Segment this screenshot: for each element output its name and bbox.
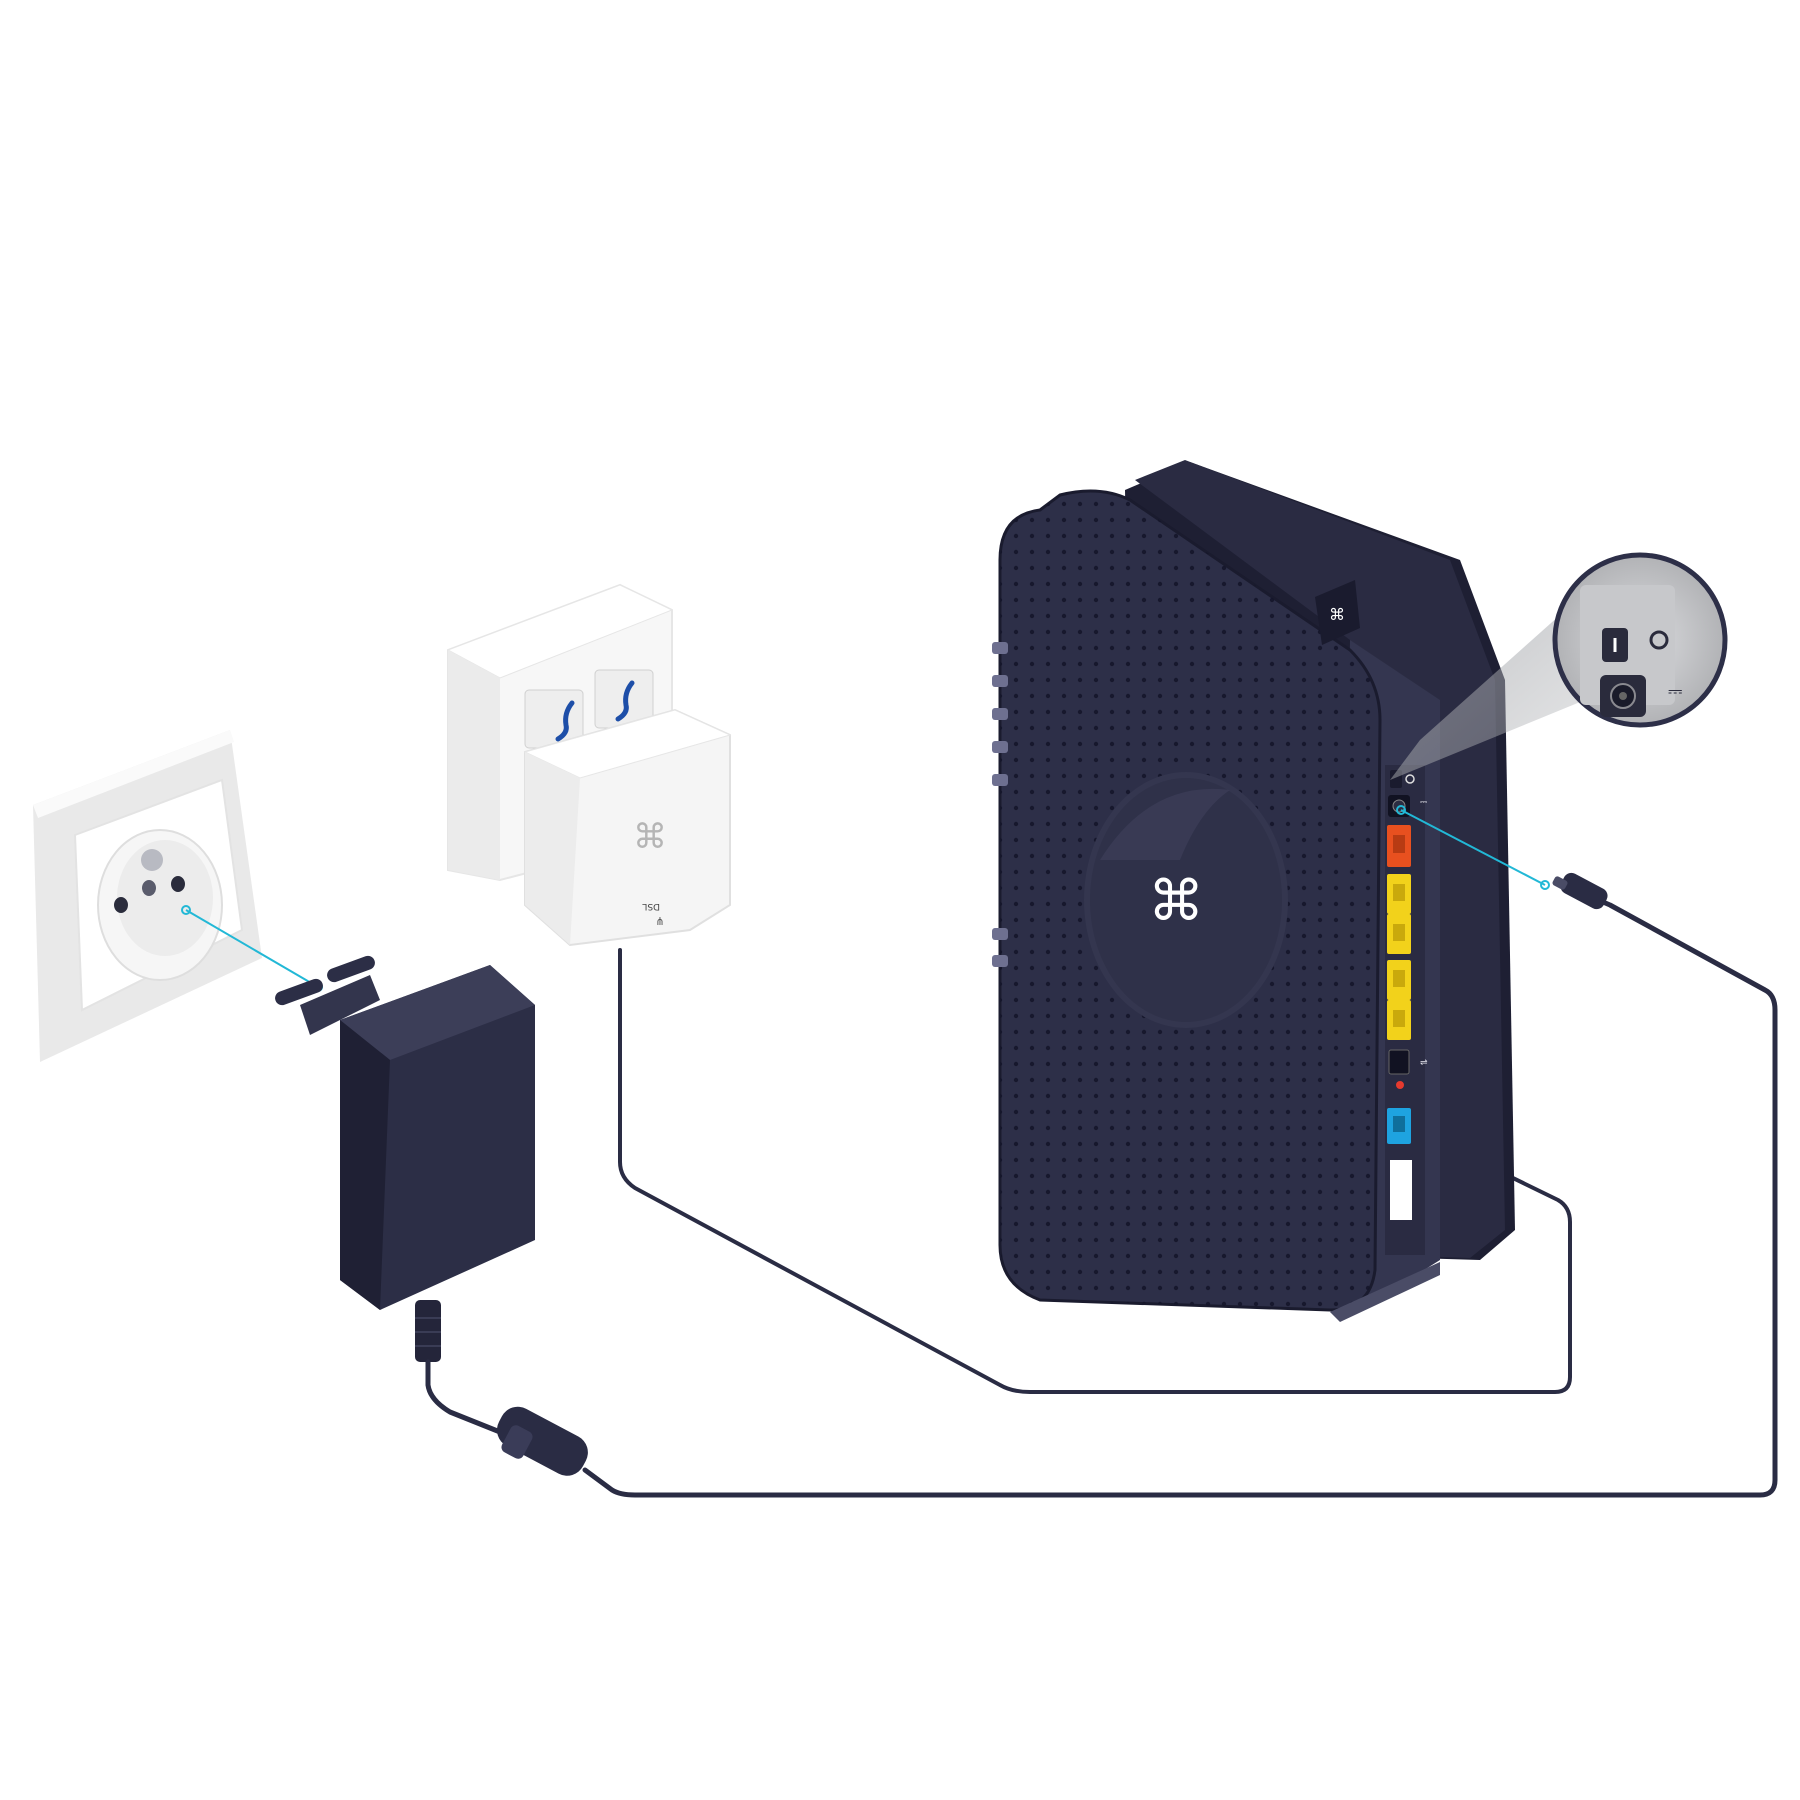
- router-port-panel: ⎓ ⇌: [1385, 765, 1428, 1255]
- router-guide-line: [1400, 809, 1546, 886]
- ferrite-bead: [496, 1406, 588, 1476]
- usb-icon: ⇌: [1420, 1058, 1428, 1068]
- socket-guide-line: [185, 909, 319, 988]
- zoom-callout: ⎓: [1390, 552, 1728, 780]
- zoom-power-symbol-icon: ⎓: [1668, 681, 1682, 702]
- router: ⌘ ⌘ ⎓ ⇌: [992, 460, 1515, 1322]
- network-icon: ⋔: [655, 915, 664, 928]
- dsl-splitter: ⌘ DSL ⋔: [446, 583, 732, 947]
- power-cable: [425, 887, 1778, 1498]
- router-logo-icon: ⌘: [1148, 869, 1204, 934]
- usb-port: [1388, 1049, 1410, 1075]
- reset-button: [1396, 1081, 1404, 1089]
- router-top-logo-icon: ⌘: [1329, 605, 1345, 624]
- phone-icon: [555, 700, 575, 742]
- splitter-logo-icon: ⌘: [633, 817, 667, 857]
- splitter-dsl-label: DSL: [642, 901, 660, 911]
- power-adapter: [275, 955, 535, 1362]
- wall-socket: [33, 730, 262, 1062]
- power-symbol-icon: ⎓: [1420, 798, 1427, 808]
- dsl-cable: [618, 948, 1572, 1394]
- dc-plug: [1552, 872, 1608, 910]
- phone-icon: [615, 680, 635, 722]
